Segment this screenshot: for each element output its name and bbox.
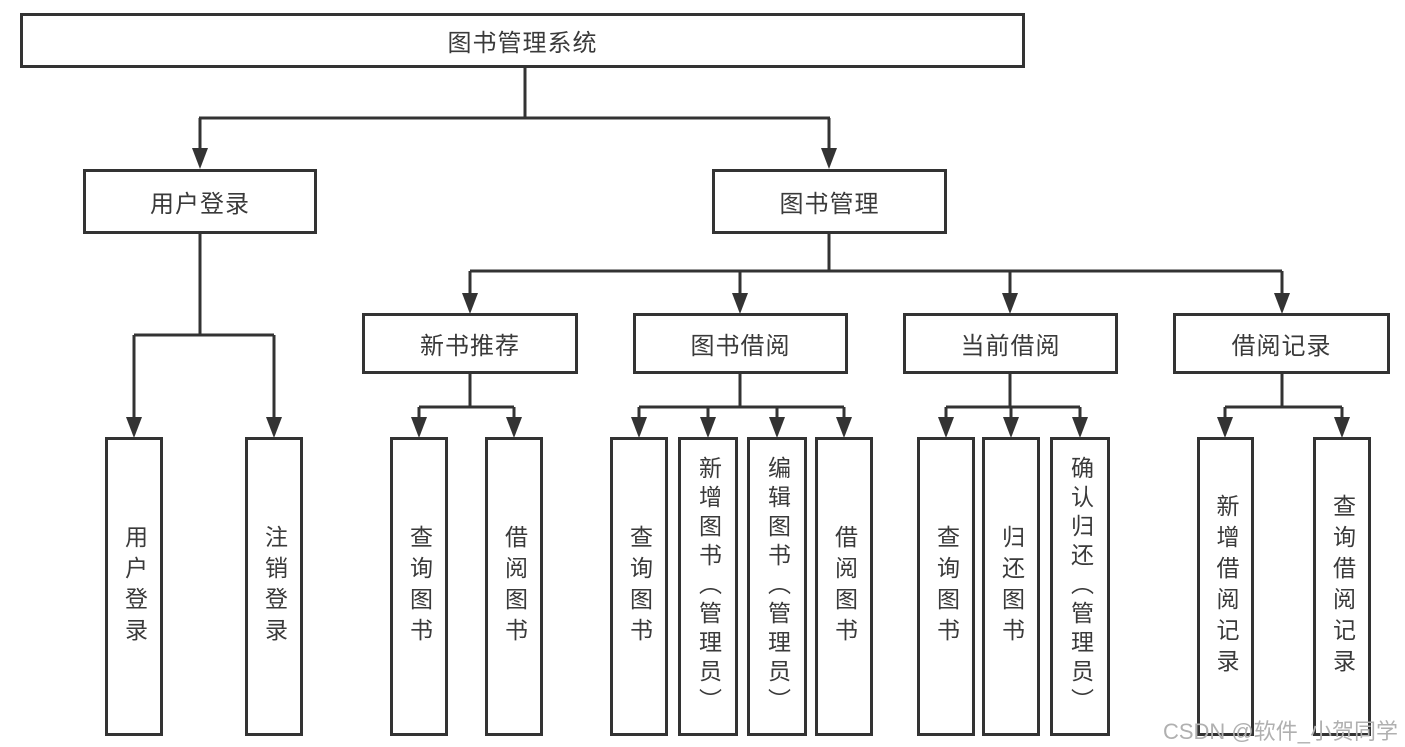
connector-arrowheads <box>126 148 1350 438</box>
node-new-book-recommend: 新书推荐 <box>362 313 578 374</box>
node-root-system: 图书管理系统 <box>20 13 1025 68</box>
node-book-management: 图书管理 <box>712 169 947 234</box>
node-leaf-query-books-borrowing: 查询图书 <box>610 437 668 736</box>
node-leaf-borrow-books-recommend: 借阅图书 <box>485 437 543 736</box>
node-leaf-confirm-return-admin: 确认归还（管理员） <box>1050 437 1110 736</box>
node-leaf-add-books-admin: 新增图书（管理员） <box>678 437 738 736</box>
node-leaf-logout: 注销登录 <box>245 437 303 736</box>
node-book-borrowing: 图书借阅 <box>633 313 848 374</box>
node-leaf-add-borrow-record: 新增借阅记录 <box>1197 437 1254 736</box>
node-leaf-query-borrow-record: 查询借阅记录 <box>1313 437 1371 736</box>
node-leaf-return-books: 归还图书 <box>982 437 1040 736</box>
node-borrowing-records: 借阅记录 <box>1173 313 1390 374</box>
node-leaf-user-login: 用户登录 <box>105 437 163 736</box>
node-leaf-query-books-current: 查询图书 <box>917 437 975 736</box>
node-user-login: 用户登录 <box>83 169 317 234</box>
node-current-borrowing: 当前借阅 <box>903 313 1118 374</box>
node-leaf-borrow-books: 借阅图书 <box>815 437 873 736</box>
node-leaf-query-books-recommend: 查询图书 <box>390 437 448 736</box>
node-leaf-edit-books-admin: 编辑图书（管理员） <box>747 437 807 736</box>
csdn-watermark: CSDN @软件_小贺同学 <box>1162 719 1398 744</box>
connector-paths <box>132 68 1344 420</box>
